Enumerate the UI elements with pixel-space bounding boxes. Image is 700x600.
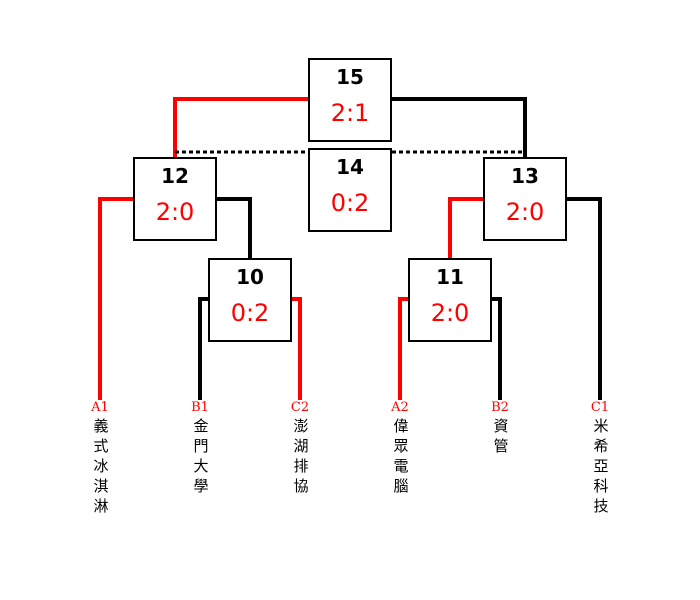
team-seed: A1 — [91, 400, 109, 415]
line-11-right — [490, 297, 502, 400]
match-number: 14 — [336, 155, 364, 179]
match-number: 12 — [161, 164, 189, 188]
line-15-right — [390, 97, 527, 157]
team-name: 金門大學 — [191, 418, 210, 498]
match-score: 2:0 — [430, 299, 470, 327]
match-score: 0:2 — [230, 299, 270, 327]
match-score: 2:0 — [505, 198, 545, 226]
team-seed: C2 — [290, 400, 310, 415]
match-number: 13 — [511, 164, 539, 188]
match-number: 11 — [436, 265, 464, 289]
line-10-left — [198, 297, 210, 400]
team-seed: B1 — [191, 400, 209, 415]
line-11-left — [398, 297, 410, 400]
team-name: 資管 — [491, 418, 510, 458]
team-c1: C1 米希亞科技 — [585, 400, 615, 518]
team-seed: B2 — [491, 400, 509, 415]
team-name: 偉眾電腦 — [391, 418, 410, 498]
line-12-left — [98, 197, 135, 400]
line-12-right — [215, 197, 252, 258]
team-name: 義式冰淇淋 — [91, 418, 110, 518]
team-seed: C1 — [590, 400, 610, 415]
match-number: 15 — [336, 65, 364, 89]
team-b2: B2 資管 — [485, 400, 515, 458]
team-a1: A1 義式冰淇淋 — [85, 400, 115, 518]
match-score: 2:1 — [330, 99, 370, 127]
team-b1: B1 金門大學 — [185, 400, 215, 498]
match-score: 0:2 — [330, 189, 370, 217]
line-15-left — [173, 97, 310, 157]
match-score: 2:0 — [155, 198, 195, 226]
team-a2: A2 偉眾電腦 — [385, 400, 415, 498]
line-13-left — [448, 197, 485, 258]
line-13-right — [565, 197, 602, 400]
match-number: 10 — [236, 265, 264, 289]
team-name: 澎湖排協 — [291, 418, 310, 498]
line-10-right — [290, 297, 302, 400]
team-c2: C2 澎湖排協 — [285, 400, 315, 498]
team-name: 米希亞科技 — [591, 418, 610, 518]
team-seed: A2 — [391, 400, 409, 415]
